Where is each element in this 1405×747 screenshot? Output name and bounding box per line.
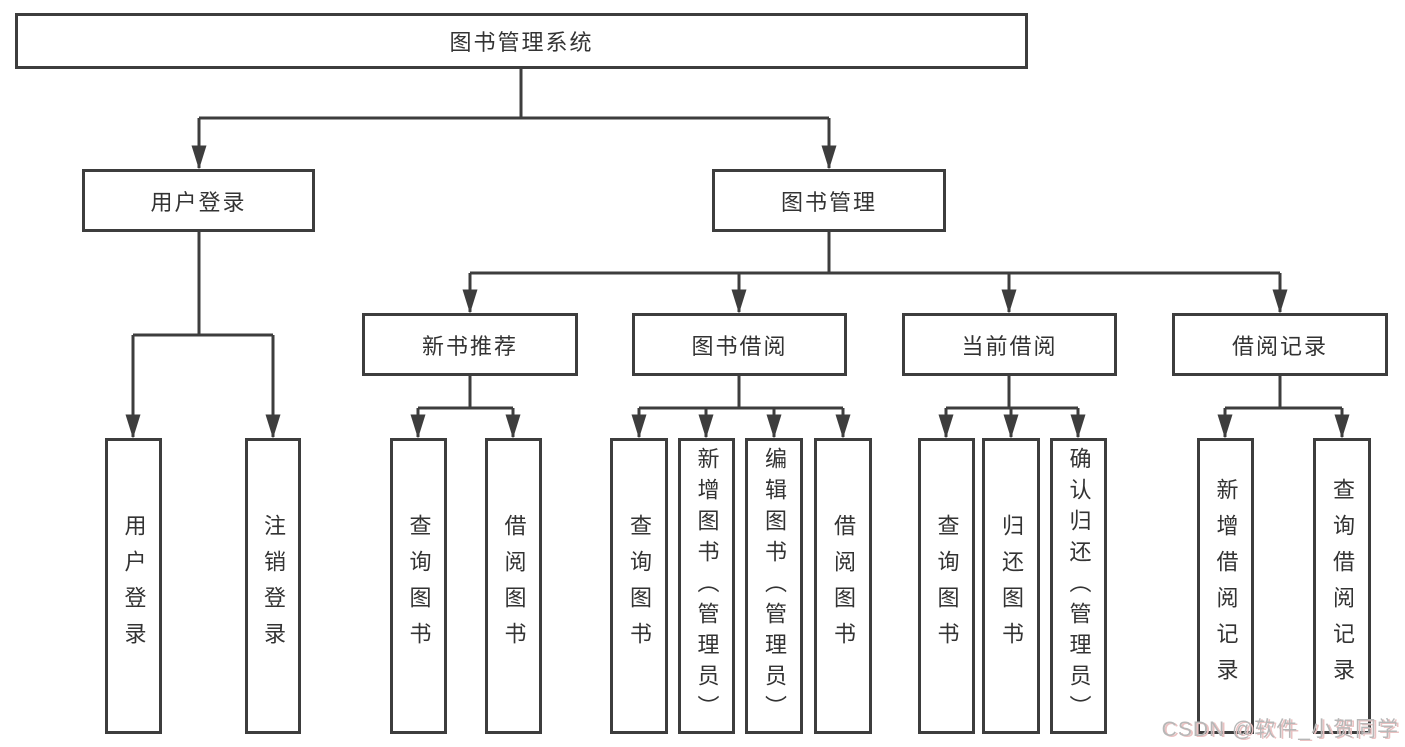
node-book-borrow-label: 图书借阅 — [691, 333, 788, 359]
leaf-query-books-borrow: 查询图书 — [610, 438, 668, 734]
leaf-edit-book-admin: 编辑图书（管理员） — [745, 438, 803, 734]
leaf-query-books-current: 查询图书 — [918, 438, 975, 734]
node-new-book-recommend-label: 新书推荐 — [421, 333, 518, 359]
connector-trunks — [133, 69, 1342, 410]
node-book-borrow: 图书借阅 — [632, 313, 847, 376]
node-book-management-label: 图书管理 — [780, 189, 877, 215]
leaf-user-login-label: 用户登录 — [121, 514, 147, 658]
leaf-borrow-books-label: 借阅图书 — [831, 514, 856, 658]
node-user-login-label: 用户登录 — [150, 189, 247, 215]
leaf-add-borrow-record-label: 新增借阅记录 — [1213, 478, 1239, 694]
node-root-label: 图书管理系统 — [449, 30, 594, 55]
leaf-query-books-current-label: 查询图书 — [934, 514, 960, 658]
node-current-borrow-label: 当前借阅 — [961, 333, 1058, 359]
leaf-return-book: 归还图书 — [982, 438, 1040, 734]
leaf-borrow-books-recommend-label: 借阅图书 — [501, 514, 527, 658]
leaf-borrow-books-recommend: 借阅图书 — [485, 438, 542, 734]
leaf-logout-label: 注销登录 — [261, 514, 286, 658]
connector-arrows — [125, 118, 1350, 439]
leaf-logout: 注销登录 — [245, 438, 301, 734]
leaf-user-login: 用户登录 — [105, 438, 162, 734]
node-book-management: 图书管理 — [712, 169, 946, 232]
csdn-watermark: CSDN @软件_小贺同学 — [1161, 718, 1399, 741]
leaf-query-borrow-record: 查询借阅记录 — [1313, 438, 1371, 734]
leaf-edit-book-admin-label: 编辑图书（管理员） — [762, 446, 787, 726]
node-borrow-records-label: 借阅记录 — [1231, 333, 1328, 359]
leaf-query-borrow-record-label: 查询借阅记录 — [1330, 478, 1355, 694]
leaf-query-books-recommend-label: 查询图书 — [406, 514, 432, 658]
leaf-confirm-return-admin: 确认归还（管理员） — [1050, 438, 1107, 734]
leaf-query-books-borrow-label: 查询图书 — [627, 514, 652, 658]
leaf-query-books-recommend: 查询图书 — [390, 438, 447, 734]
node-new-book-recommend: 新书推荐 — [362, 313, 578, 376]
leaf-add-borrow-record: 新增借阅记录 — [1197, 438, 1254, 734]
leaf-add-book-admin-label: 新增图书（管理员） — [694, 446, 720, 726]
leaf-borrow-books: 借阅图书 — [814, 438, 872, 734]
node-user-login: 用户登录 — [82, 169, 315, 232]
node-current-borrow: 当前借阅 — [902, 313, 1117, 376]
node-borrow-records: 借阅记录 — [1172, 313, 1388, 376]
node-root: 图书管理系统 — [15, 13, 1028, 69]
leaf-return-book-label: 归还图书 — [999, 514, 1024, 658]
leaf-add-book-admin: 新增图书（管理员） — [678, 438, 735, 734]
leaf-confirm-return-admin-label: 确认归还（管理员） — [1066, 446, 1092, 726]
